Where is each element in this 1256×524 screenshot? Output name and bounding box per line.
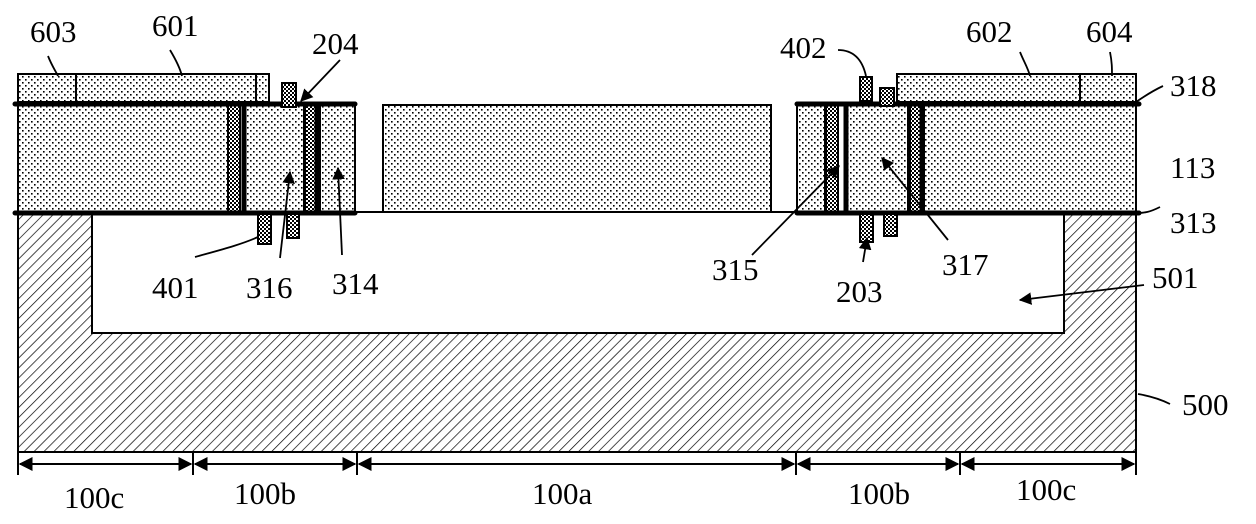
label-317: 317 (942, 247, 989, 282)
label-604: 604 (1086, 14, 1133, 49)
label-313: 313 (1170, 205, 1217, 240)
dim-label-100a: 100a (532, 476, 593, 511)
label-318: 318 (1170, 68, 1217, 103)
pad-601-end (255, 73, 270, 103)
center-block-100a (382, 104, 772, 213)
label-500: 500 (1182, 387, 1229, 422)
electrode-317-block (845, 104, 909, 213)
label-402: 402 (780, 30, 827, 65)
pad-603 (17, 73, 77, 103)
isolation-right-1 (825, 104, 839, 213)
contact-402-b (879, 87, 895, 107)
contact-203 (859, 213, 874, 243)
isolation-left-1 (227, 104, 241, 213)
dimension-line (17, 452, 1137, 475)
electrode-314-block (319, 104, 356, 213)
label-204: 204 (312, 26, 359, 61)
contact-203-b (883, 213, 898, 237)
label-401: 401 (152, 270, 199, 305)
oxide-lines (12, 101, 1142, 216)
layer-113-left-block (17, 104, 229, 213)
dim-label-100c-left: 100c (64, 480, 124, 515)
leader-lines (47, 49, 1171, 405)
contact-401 (257, 213, 272, 245)
dim-label-100b-right: 100b (848, 476, 910, 511)
contact-402 (859, 76, 873, 102)
cavity-501 (91, 211, 1065, 334)
label-603: 603 (30, 14, 77, 49)
electrode-316-block (243, 104, 305, 213)
pad-601 (75, 73, 257, 103)
label-602: 602 (966, 14, 1013, 49)
label-501: 501 (1152, 260, 1199, 295)
dim-label-100c-right: 100c (1016, 472, 1076, 507)
pad-602 (896, 73, 1081, 103)
layer-113-right-block (923, 104, 1137, 213)
label-203: 203 (836, 274, 883, 309)
pad-604 (1079, 73, 1137, 103)
label-316: 316 (246, 270, 293, 305)
electrode-315-block (796, 104, 826, 213)
label-314: 314 (332, 266, 379, 301)
contact-401-b (286, 213, 300, 239)
label-113: 113 (1170, 150, 1215, 185)
label-315: 315 (712, 252, 759, 287)
contact-204 (281, 82, 297, 108)
dim-label-100b-left: 100b (234, 476, 296, 511)
label-601: 601 (152, 8, 199, 43)
